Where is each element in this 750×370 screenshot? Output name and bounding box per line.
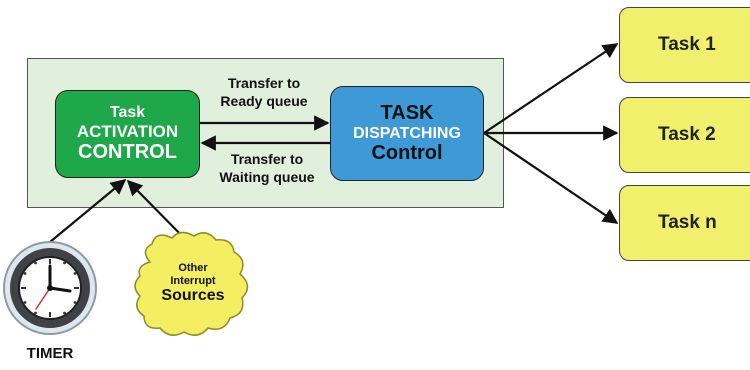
task-1-box: Task 1 [619, 7, 750, 83]
interrupt-line-2: Interrupt [170, 274, 216, 287]
interrupt-sources-label: Other Interrupt Sources [147, 262, 239, 306]
dispatch-arrow-task-1 [483, 43, 619, 134]
transfer-waiting-line-1: Transfer to [230, 151, 304, 167]
activation-line-1: Task [109, 104, 146, 122]
activation-line-2: ACTIVATION [76, 122, 179, 142]
task-n-box: Task n [619, 185, 750, 261]
timer-arrow [49, 179, 127, 243]
interrupt-line-1: Other [178, 262, 208, 274]
transfer-ready-line-2: Ready queue [220, 93, 308, 110]
task-2-box: Task 2 [619, 97, 750, 173]
transfer-ready-label: Transfer to Ready queue [212, 74, 316, 110]
interrupt-line-3: Sources [161, 287, 225, 305]
transfer-ready-line-1: Transfer to [227, 75, 301, 91]
dispatch-arrow-task-n [483, 132, 619, 224]
dispatching-line-3: Control [371, 142, 443, 165]
task-dispatching-control-box: TASK DISPATCHING Control [330, 86, 484, 181]
timer-label: TIMER [26, 345, 74, 362]
cloud-icon [134, 231, 249, 336]
clock-icon [3, 241, 97, 335]
task-activation-control-box: Task ACTIVATION CONTROL [55, 90, 200, 178]
dispatching-line-2: DISPATCHING [353, 124, 461, 142]
dispatching-line-1: TASK [380, 102, 434, 125]
transfer-waiting-label: Transfer to Waiting queue [206, 150, 328, 186]
transfer-waiting-line-2: Waiting queue [219, 169, 315, 186]
activation-line-3: CONTROL [78, 141, 177, 164]
